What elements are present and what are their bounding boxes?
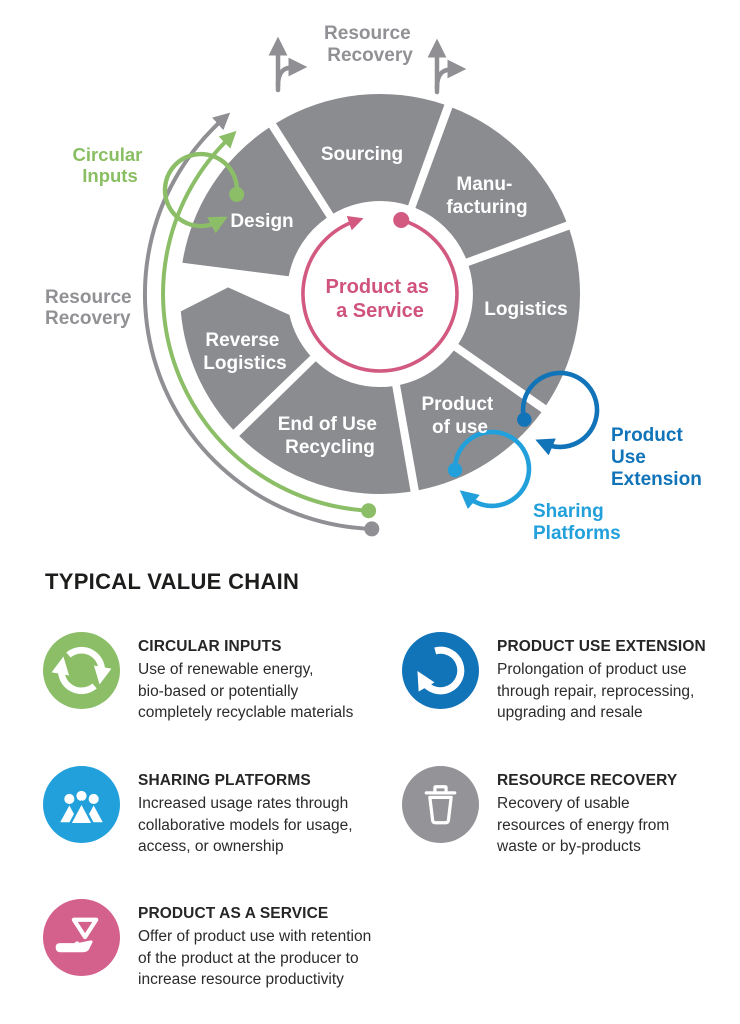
legend-text-line: completely recyclable materials (138, 704, 354, 721)
circular-economy-diagram: Sourcing Manu- facturing Logistics Produ… (45, 23, 702, 544)
green-loop-dot (229, 186, 245, 202)
legend-text-line: bio-based or potentially (138, 682, 299, 700)
resource-recovery-branch-arrow-right (427, 38, 467, 95)
resource-recovery-left-label: Resource Recovery (45, 287, 137, 329)
product-use-extension-label: Product Use Extension (611, 425, 702, 490)
resource-recovery-top-label: Resource Recovery (324, 23, 416, 66)
legend-text-line: access, or ownership (138, 838, 284, 855)
segment-logistics (458, 229, 581, 406)
segment-sourcing (276, 93, 445, 214)
legend-title: PRODUCT USE EXTENSION (497, 638, 706, 655)
legend-text-line: waste or by-products (497, 838, 641, 855)
segment-end-of-use-recycling (239, 361, 411, 494)
legend-text-line: Use of renewable energy, (138, 661, 314, 678)
product-as-a-service-loop (301, 212, 459, 373)
segment-label-manufacturing: Manu- facturing (446, 174, 527, 218)
section-title: TYPICAL VALUE CHAIN (45, 569, 300, 594)
legend-text-line: of the product at the producer to (138, 949, 359, 967)
legend-item-circular-inputs: CIRCULAR INPUTS Use of renewable energy,… (43, 632, 353, 724)
segment-design (182, 127, 327, 277)
legend-title: SHARING PLATFORMS (138, 772, 311, 789)
resource-recovery-arc-gray (143, 112, 380, 537)
segment-label-product-of-use: Product of use (421, 394, 498, 438)
segment-reverse-logistics (180, 287, 311, 430)
circular-inputs-label: Circular Inputs (72, 144, 147, 186)
circular-inputs-arc-green (161, 130, 377, 519)
trash-icon (402, 766, 479, 843)
segment-label-sourcing: Sourcing (321, 144, 403, 165)
legend-title: RESOURCE RECOVERY (497, 772, 678, 789)
legend-title: CIRCULAR INPUTS (138, 638, 282, 655)
legend-text-line: Recovery of usable (497, 795, 630, 812)
legend-text-line: resources of energy from (497, 816, 670, 834)
legend-text-line: through repair, reprocessing, (497, 682, 695, 700)
segment-label-reverse-logistics: Reverse Logistics (203, 330, 286, 374)
sharing-platforms-label: Sharing Platforms (533, 501, 621, 544)
segment-product-of-use (400, 350, 542, 491)
recycle-icon (43, 632, 120, 709)
legend-item-sharing-platforms: SHARING PLATFORMS Increased usage rates … (43, 766, 353, 858)
rotate-arrow-icon (402, 632, 479, 709)
light-blue-loop-dot (447, 462, 463, 478)
value-chain-wheel (180, 93, 581, 494)
legend-text-line: upgrading and resale (497, 704, 643, 721)
resource-recovery-branch-arrow-left (268, 36, 308, 93)
legend-text-line: Offer of product use with retention (138, 928, 372, 945)
dark-blue-loop-dot (517, 412, 532, 427)
legend-text-line: Increased usage rates through (138, 795, 349, 812)
center-label-product-as-a-service: Product as a Service (326, 276, 435, 322)
hand-offering-icon (43, 899, 120, 976)
gray-arc-end-dot (364, 521, 380, 537)
circular-inputs-loop (162, 151, 245, 234)
segment-label-logistics: Logistics (484, 299, 567, 320)
segment-label-design: Design (230, 211, 293, 232)
legend-item-resource-recovery: RESOURCE RECOVERY Recovery of usable res… (402, 766, 677, 858)
product-use-extension-loop (517, 370, 600, 456)
legend-text-line: collaborative models for usage, (138, 816, 353, 834)
legend-title: PRODUCT AS A SERVICE (138, 905, 329, 922)
legend-text-line: Prolongation of product use (497, 661, 687, 678)
segment-manufacturing (415, 107, 567, 259)
segment-label-end-of-use-recycling: End of Use Recycling (278, 414, 383, 458)
legend-item-product-use-extension: PRODUCT USE EXTENSION Prolongation of pr… (402, 632, 706, 724)
legend-text-line: increase resource productivity (138, 971, 344, 988)
people-icon (43, 766, 120, 843)
legend-item-product-as-a-service: PRODUCT AS A SERVICE Offer of product us… (43, 899, 371, 991)
sharing-platforms-loop (447, 429, 532, 510)
green-arc-end-dot (361, 503, 377, 519)
pink-loop-dot (393, 212, 410, 228)
